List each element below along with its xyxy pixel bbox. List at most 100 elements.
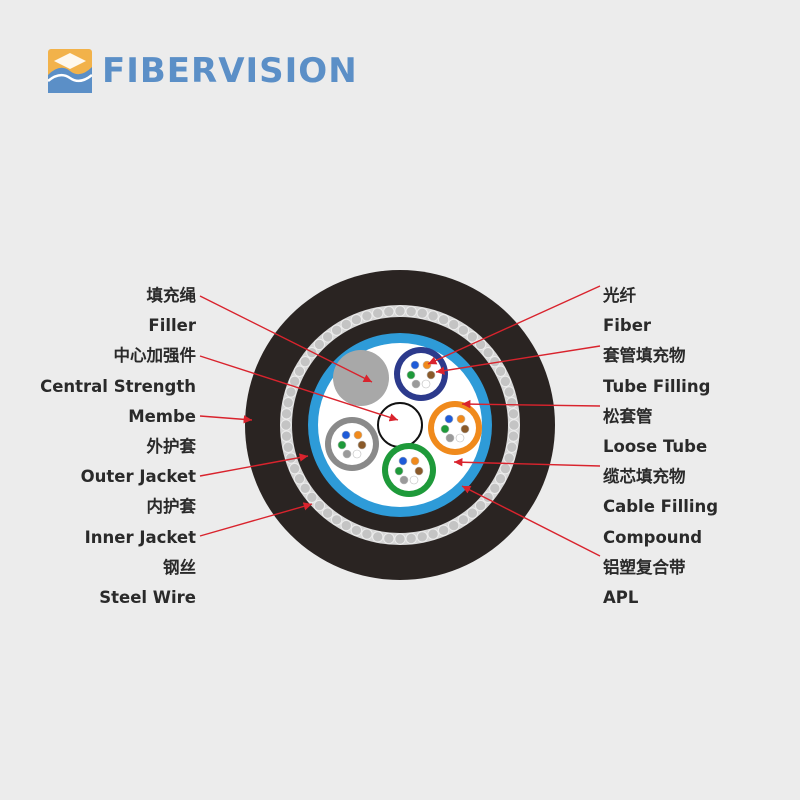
label-left-0: 填充绳: [146, 286, 197, 305]
optical-fiber: [411, 379, 421, 389]
steel-wire-strand: [288, 462, 301, 475]
optical-fiber: [337, 440, 347, 450]
steel-wire-strand: [427, 528, 439, 540]
label-right-4: 松套管: [603, 406, 653, 426]
steel-wire-strand: [285, 386, 297, 398]
steel-wire-strand: [313, 338, 326, 351]
leader-filler: [199, 295, 373, 383]
steel-wire-strand: [508, 419, 520, 431]
label-right-9: 铝塑复合带: [603, 557, 686, 577]
optical-fiber: [399, 475, 409, 485]
steel-wire-strand: [330, 324, 343, 336]
optical-fiber: [342, 449, 352, 459]
steel-wire-strand: [457, 324, 470, 336]
steel-wire-strand: [506, 441, 518, 453]
steel-wire-strand: [340, 318, 352, 331]
steel-wire-strand: [474, 499, 487, 512]
steel-wire-strand: [313, 499, 326, 512]
steel-wire-strand: [299, 355, 311, 368]
steel-wire-strand: [372, 531, 384, 543]
steel-wire-strand: [372, 307, 384, 319]
optical-fiber: [406, 370, 416, 380]
steel-wire-strand: [503, 452, 515, 464]
steel-wire-strand: [306, 491, 318, 504]
steel-wire-strand: [416, 531, 428, 543]
steel-wire-strand: [416, 307, 428, 319]
steel-wire-strand: [437, 524, 450, 537]
optical-fiber: [357, 440, 367, 450]
tube-filling-gel: [331, 423, 373, 465]
label-right-2: 套管填充物: [603, 346, 686, 366]
steel-wire-strand: [405, 532, 417, 545]
steel-wire-strand: [507, 408, 520, 420]
optical-fiber: [422, 360, 432, 370]
optical-fiber: [440, 424, 450, 434]
label-right-1: Fiber: [603, 316, 652, 336]
steel-wire-strand: [394, 305, 406, 317]
central-strength-member: [377, 402, 423, 448]
optical-fiber: [410, 360, 420, 370]
steel-wire-strand: [506, 397, 518, 409]
tube-filling-gel: [388, 449, 430, 491]
steel-wire-strand: [299, 482, 311, 495]
steel-wire-strand: [280, 408, 293, 420]
tube-filling-gel: [400, 353, 442, 395]
steel-wire-strand: [321, 331, 334, 343]
label-left-3: Central Strength: [40, 376, 196, 396]
label-right-10: APL: [603, 588, 639, 607]
fibervision-logo-icon: [48, 49, 92, 93]
leader-inner-jacket: [199, 502, 313, 537]
optical-fiber: [409, 475, 419, 485]
label-right-5: Loose Tube: [603, 437, 708, 456]
steel-wire-strand: [437, 313, 450, 326]
steel-wire-strand: [293, 473, 306, 485]
steel-wire-strand: [293, 365, 306, 377]
optical-fiber: [353, 430, 363, 440]
brand-logo: FIBERVISION: [48, 46, 358, 96]
steel-wire-strand: [499, 462, 512, 475]
steel-wire-strand: [383, 532, 395, 545]
steel-wire-strand: [350, 524, 363, 537]
label-right-0: 光纤: [603, 286, 636, 305]
optical-fiber: [410, 456, 420, 466]
optical-fiber: [444, 414, 454, 424]
leader-loose-tube: [461, 399, 601, 409]
optical-fiber: [456, 414, 466, 424]
steel-wire-strand: [457, 514, 470, 526]
steel-wire-strand: [350, 313, 363, 326]
optical-fiber: [341, 430, 351, 440]
steel-wire-strand: [321, 507, 334, 519]
steel-wire-strand: [448, 519, 460, 532]
steel-wire-strand: [427, 310, 439, 322]
leader-tube-filling: [435, 345, 601, 375]
optical-fiber: [421, 379, 431, 389]
steel-wire-strand: [448, 318, 460, 331]
label-right-3: Tube Filling: [603, 376, 711, 396]
steel-wire-strand: [503, 386, 515, 398]
steel-wire-strand: [361, 528, 373, 540]
steel-wire-strand: [466, 331, 479, 343]
steel-wire-strand: [394, 533, 406, 545]
leader-fiber: [427, 285, 601, 365]
label-left-8: Inner Jacket: [84, 527, 196, 547]
label-left-2: 中心加强件: [113, 346, 197, 366]
steel-wire-strand: [282, 441, 294, 453]
steel-wire-strand: [494, 473, 507, 485]
leader-cable-filling: [453, 458, 601, 467]
optical-fiber: [352, 449, 362, 459]
leader-apl: [461, 485, 601, 557]
label-left-6: Outer Jacket: [80, 467, 196, 487]
optical-fiber: [445, 433, 455, 443]
steel-wire-strand: [466, 507, 479, 519]
label-left-1: Filler: [148, 316, 196, 336]
steel-wire-strand: [507, 430, 520, 442]
steel-wire-strand: [280, 430, 293, 442]
optical-fiber: [455, 433, 465, 443]
steel-wire-strand: [489, 482, 501, 495]
steel-wire-strand: [280, 419, 292, 431]
optical-fiber: [426, 370, 436, 380]
label-right-6: 缆芯填充物: [603, 467, 686, 487]
steel-wire-strand: [361, 310, 373, 322]
